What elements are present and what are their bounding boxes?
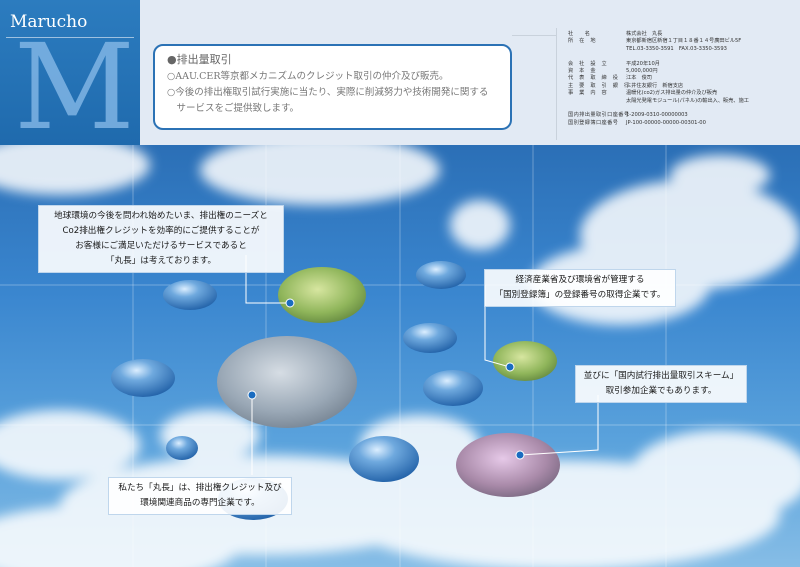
company-value: 三井住友銀行 新宿支店 — [626, 82, 684, 89]
company-row: 会 社 設 立 平成20年10月 — [568, 61, 796, 68]
brand-name: Marucho — [10, 12, 88, 32]
callout-line: 地球環境の今後を問われ始めたいま、排出権のニーズと — [54, 211, 268, 221]
service-info-box: ●排出量取引 ○AAU.CER等京都メカニズムのクレジット取引の仲介及び販売。 … — [153, 44, 512, 130]
brand-block: M Marucho — [0, 0, 140, 145]
service-line: サービスをご提供致します。 — [167, 103, 300, 114]
sky-illustration: 地球環境の今後を問われ始めたいま、排出権のニーズと Co2排出権クレジットを効率… — [0, 145, 800, 567]
service-line: ○AAU.CER等京都メカニズムのクレジット取引の仲介及び販売。 — [167, 71, 449, 82]
callout-line: 私たち「丸長」は、排出権クレジット及び — [118, 483, 282, 493]
service-line: ○今後の排出権取引試行実施に当たり、実際に削減努力や技術開発に関する — [167, 87, 489, 98]
connector-line — [512, 35, 557, 36]
company-row: 代 表 取 締 役江本 俊司 — [568, 75, 796, 82]
callout-scheme: 並びに「国内試行排出量取引スキーム」 取引参加企業でもあります。 — [575, 365, 747, 403]
company-value: 温暖化(co2)ガス排出量の仲介及び販売 — [626, 90, 718, 97]
company-label: 会 社 設 立 — [568, 60, 608, 67]
company-profile: 社 名株式会社 丸長 所 在 地東京都新宿区新宿１丁目１８番１４号廣田ビル5F … — [568, 31, 796, 127]
callout-needs: 地球環境の今後を問われ始めたいま、排出権のニーズと Co2排出権クレジットを効率… — [38, 205, 284, 273]
company-value: JP-100-00000-00000-00301-00 — [626, 119, 706, 126]
company-value: 東京都新宿区新宿１丁目１８番１４号廣田ビル5F — [626, 38, 742, 45]
callout-line: お客様にご満足いただけるサービスであると — [75, 241, 247, 251]
company-label: 資 本 金 — [568, 68, 596, 75]
callout-line: Co2排出権クレジットを効率的にご提供することが — [62, 226, 260, 236]
leader-lines — [245, 255, 599, 475]
callout-line: 「国別登録簿」の登録番号の取得企業です。 — [494, 290, 666, 300]
company-value: 株式会社 丸長 — [626, 31, 663, 37]
header-band: M Marucho ●排出量取引 ○AAU.CER等京都メカニズムのクレジット取… — [0, 0, 800, 145]
company-label — [568, 46, 626, 53]
company-label: 所 在 地 — [568, 38, 596, 45]
company-label: 代 表 取 締 役 — [568, 75, 619, 82]
company-label: 主 要 取 引 銀 行 — [568, 82, 630, 89]
company-row: 国別登録簿口座番号 JP-100-00000-00000-00301-00 — [568, 120, 796, 127]
company-value: 平成20年10月 — [626, 60, 660, 67]
brand-divider — [6, 37, 134, 38]
company-label: 国内排出量取引口座番号 — [568, 112, 630, 119]
callout-specialist: 私たち「丸長」は、排出権クレジット及び 環境関連商品の専門企業です。 — [108, 477, 292, 515]
callout-registry: 経済産業省及び環境省が管理する 「国別登録簿」の登録番号の取得企業です。 — [484, 269, 676, 307]
company-value: 1-2009-0310-00000003 — [626, 112, 688, 119]
company-row: TEL.03-3350-3591 FAX.03-3350-3593 — [568, 46, 796, 53]
company-label: 事 業 内 容 — [568, 90, 608, 97]
brand-monogram: M — [14, 18, 135, 145]
callout-line: 「丸長」は考えております。 — [105, 256, 217, 266]
callout-line: 並びに「国内試行排出量取引スキーム」 — [583, 371, 739, 381]
company-row: 主 要 取 引 銀 行三井住友銀行 新宿支店 — [568, 83, 796, 90]
company-value: TEL.03-3350-3591 FAX.03-3350-3593 — [626, 45, 727, 52]
company-row: 太陽光発電モジュール(パネル)の輸出入、販売、施工 — [568, 98, 796, 105]
connector-line — [556, 28, 557, 140]
service-title: ●排出量取引 — [167, 53, 232, 66]
company-value: 太陽光発電モジュール(パネル)の輸出入、販売、施工 — [626, 97, 749, 104]
callout-line: 取引参加企業でもあります。 — [605, 386, 717, 396]
company-label — [568, 98, 626, 105]
company-row: 所 在 地 東京都新宿区新宿１丁目１８番１４号廣田ビル5F — [568, 38, 796, 45]
company-row: 資 本 金 5,000,000円 — [568, 68, 796, 75]
pointer-dots — [247, 298, 525, 460]
company-value: 江本 俊司 — [626, 75, 652, 82]
company-label: 国別登録簿口座番号 — [568, 119, 619, 126]
company-row: 社 名 株式会社 丸長 — [568, 31, 796, 38]
company-row: 事 業 内 容 温暖化(co2)ガス排出量の仲介及び販売 — [568, 90, 796, 97]
callout-line: 環境関連商品の専門企業です。 — [140, 498, 260, 508]
callout-line: 経済産業省及び環境省が管理する — [515, 275, 645, 285]
company-label: 社 名 — [568, 31, 591, 37]
company-value: 5,000,000円 — [626, 68, 658, 75]
